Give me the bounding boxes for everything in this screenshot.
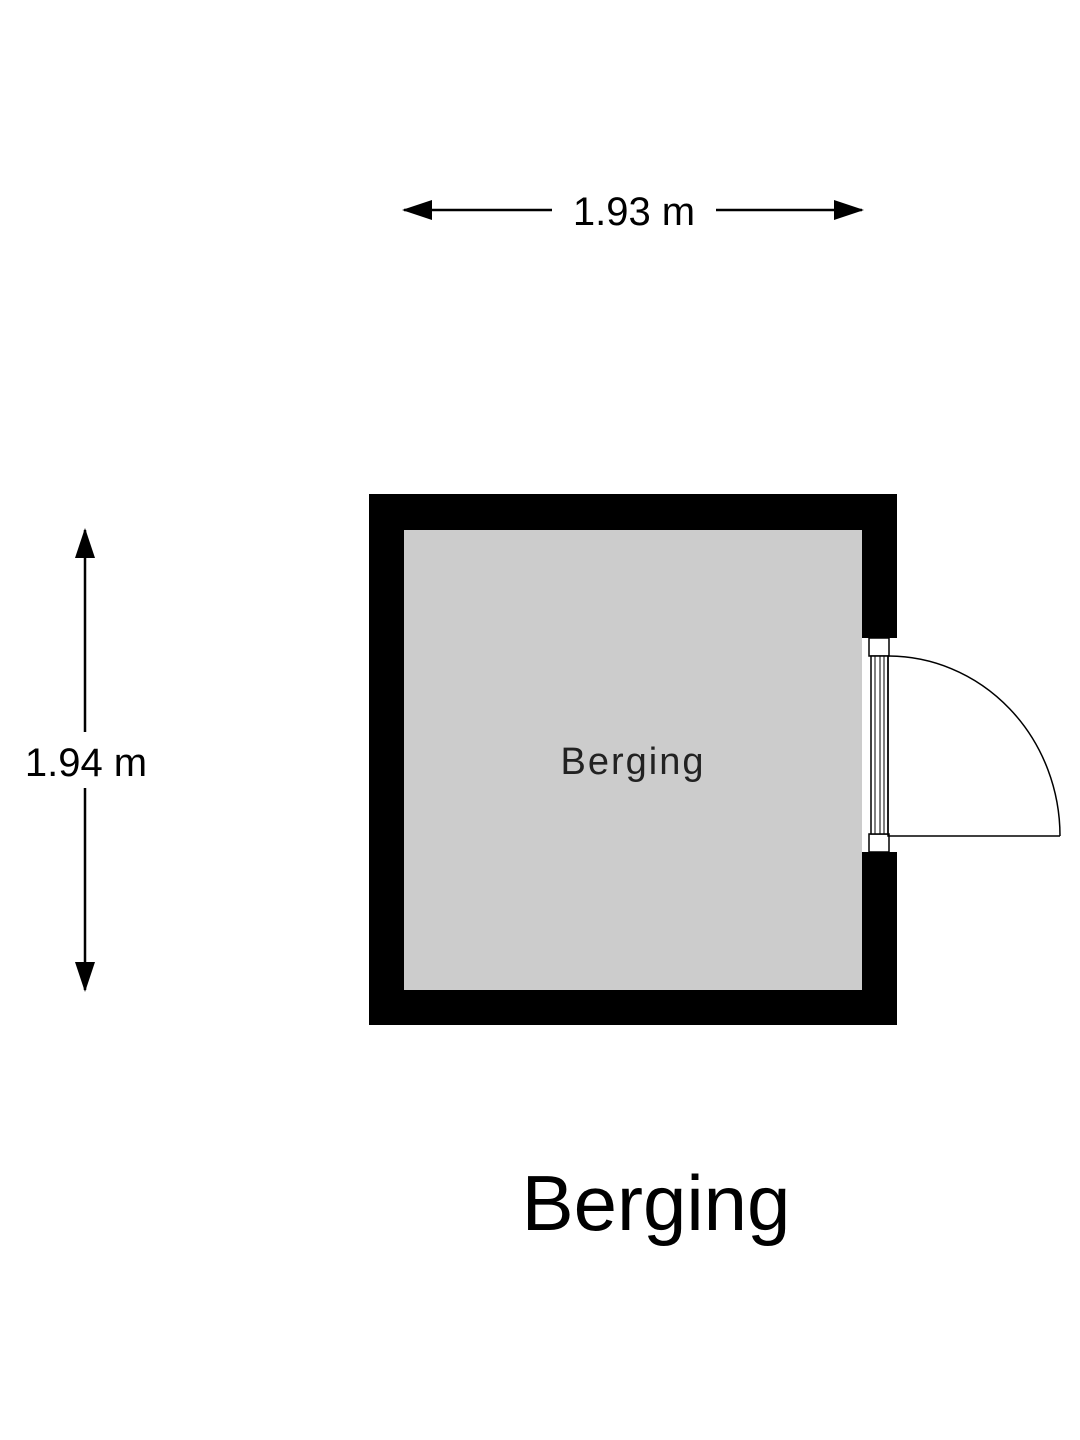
- room-label: Berging: [561, 741, 706, 783]
- width-dimension: 1.93 m: [402, 190, 864, 234]
- width-dimension-label: 1.93 m: [573, 190, 695, 234]
- plan-title: Berging: [522, 1159, 791, 1247]
- door-swing: [887, 655, 1061, 837]
- height-dimension: 1.94 m: [25, 528, 147, 992]
- height-dimension-label: 1.94 m: [25, 741, 147, 785]
- room-berging: Berging: [369, 494, 1061, 1025]
- room-floor: [404, 530, 862, 990]
- door-frame: [868, 637, 890, 853]
